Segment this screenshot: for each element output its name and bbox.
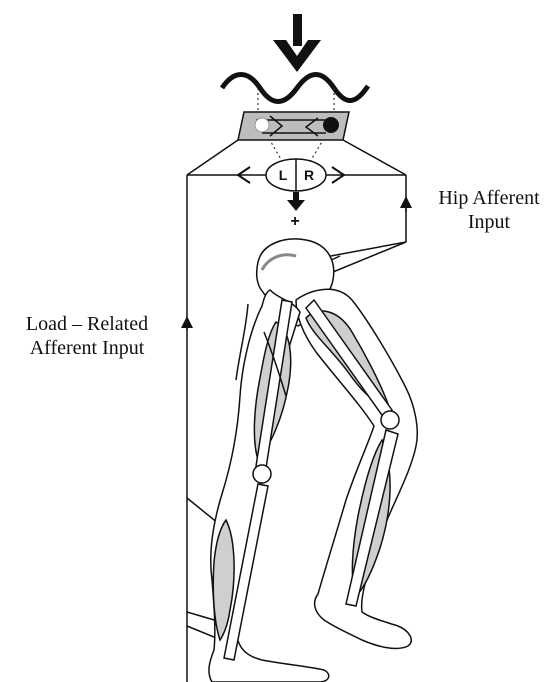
load-related-line-2: Afferent Input [2, 336, 172, 360]
right-label: R [304, 167, 314, 183]
hip-afferent-line-2: Input [418, 210, 560, 234]
load-arrow-icon [273, 14, 321, 72]
wave-line [222, 75, 368, 102]
plus-sign: + [290, 213, 299, 230]
load-related-line-1: Load – Related [2, 312, 172, 336]
load-related-afferent-input-label: Load – Related Afferent Input [2, 312, 172, 360]
hip-afferent-line-1: Hip Afferent [418, 186, 560, 210]
left-label: L [279, 167, 288, 183]
white-neuron-icon [255, 118, 269, 132]
black-neuron-icon [323, 117, 339, 133]
hip-afferent-input-label: Hip Afferent Input [418, 186, 560, 234]
spinal-cord-block [238, 112, 349, 140]
output-arrow-icon [287, 192, 305, 211]
legs-illustration [209, 239, 417, 682]
